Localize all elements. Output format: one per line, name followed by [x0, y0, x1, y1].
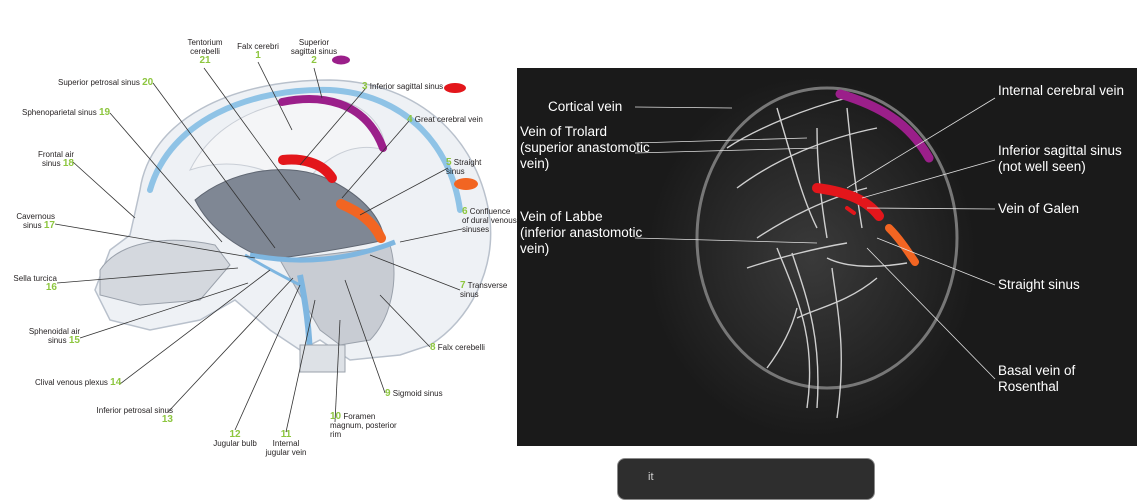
label-transverse-sinus: 7 Transverse sinus [460, 280, 508, 300]
label-falx-cerebelli: 8 Falx cerebelli [430, 342, 485, 353]
inferior-sagittal-sinus-marker [278, 154, 337, 183]
spinal-column-shape [299, 344, 346, 373]
label-sphenoidal-air-sinus: Sphenoidal air sinus 15 [28, 327, 80, 346]
label-foramen-magnum: 10 Foramen magnum, posterior rim [330, 411, 397, 440]
skull-rim [695, 86, 959, 390]
mr-venogram-panel: Cortical vein Vein of Trolard (superior … [517, 68, 1137, 446]
mra-leader-lines [634, 97, 996, 380]
petrosal-sinus-shape [244, 253, 301, 287]
superior-sagittal-sinus-shape [147, 86, 463, 213]
nasal-region-shape [99, 239, 231, 306]
purple-swatch [332, 55, 350, 65]
mra-label-vein-of-trolard: Vein of Trolard (superior anastomotic ve… [520, 124, 650, 171]
label-straight-sinus: 5 Straight sinus [446, 157, 482, 177]
mra-label-inferior-sagittal-sinus: Inferior sagittal sinus (not well seen) [998, 143, 1122, 174]
mra-superior-sagittal-marker [835, 89, 934, 163]
orange-swatch [454, 178, 478, 190]
anatomy-illustration [54, 55, 492, 433]
venous-network [726, 97, 908, 419]
label-inferior-sagittal-sinus: 3 Inferior sagittal sinus [362, 81, 444, 92]
mra-label-vein-of-labbe: Vein of Labbe (inferior anastomotic vein… [520, 209, 643, 256]
mra-label-internal-cerebral-vein: Internal cerebral vein [998, 83, 1125, 98]
label-sella-turcica: Sella turcica 16 [13, 274, 57, 293]
superior-sagittal-sinus-marker [278, 95, 387, 152]
straight-sinus-marker [336, 199, 386, 243]
mra-inferior-sagittal-marker [812, 183, 884, 221]
mra-label-vein-of-galen: Vein of Galen [998, 201, 1080, 216]
label-cavernous-sinus: Cavernous sinus 17 [16, 212, 55, 231]
mra-straight-sinus-marker [885, 224, 919, 266]
label-sigmoid-sinus: 9 Sigmoid sinus [385, 388, 443, 399]
mra-label-basal-vein-of-rosenthal: Basal vein of Rosenthal [998, 363, 1076, 394]
label-great-cerebral-vein: 4 Great cerebral vein [407, 114, 483, 125]
red-swatch [444, 83, 466, 93]
mra-label-cortical-vein: Cortical vein [548, 99, 623, 114]
mr-venogram-image [634, 76, 996, 438]
label-confluence-of-sinuses: 6 Confluence of dural venous sinuses [462, 206, 517, 235]
mra-small-red-marker [845, 206, 856, 215]
transverse-sinus-shape [249, 239, 396, 263]
mra-label-straight-sinus: Straight sinus [998, 277, 1080, 292]
label-sphenoparietal-sinus: Sphenoparietal sinus 19 [22, 107, 111, 118]
posterior-fossa-shape [279, 244, 395, 346]
label-inferior-petrosal-sinus: Inferior petrosal sinus 13 [96, 406, 173, 425]
label-clival-venous-plexus: Clival venous plexus 14 [35, 377, 122, 388]
overlay-card: it [617, 458, 875, 500]
label-superior-petrosal-sinus: Superior petrosal sinus 20 [58, 77, 154, 88]
anatomy-leader-lines [54, 61, 463, 433]
label-frontal-air-sinus: Frontal air sinus 18 [37, 150, 74, 169]
scan-background [647, 76, 977, 438]
overlay-card-text: it [648, 471, 654, 483]
